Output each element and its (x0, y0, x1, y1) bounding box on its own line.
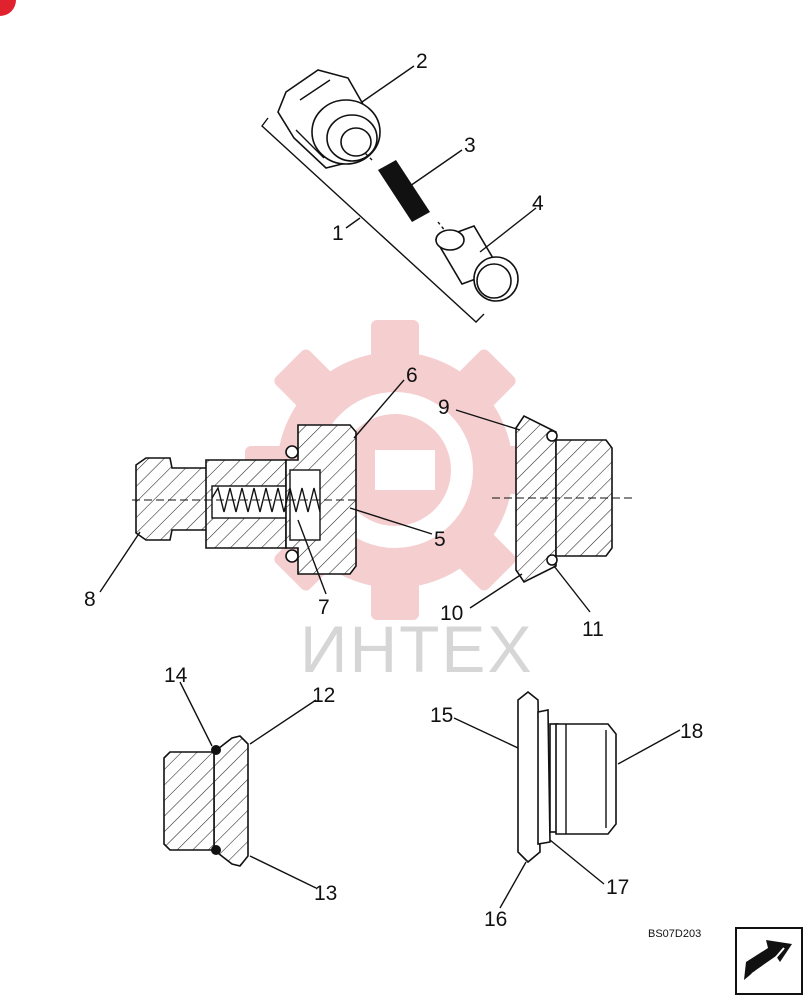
watermark-text: ИНТЕХ (300, 612, 533, 686)
callout-7: 7 (318, 596, 330, 619)
callout-9: 9 (438, 396, 450, 419)
callout-3: 3 (464, 134, 476, 157)
callout-2: 2 (416, 50, 428, 73)
callout-11: 11 (582, 618, 604, 641)
callout-15: 15 (430, 704, 453, 727)
callout-14: 14 (164, 664, 188, 687)
callout-5: 5 (434, 528, 446, 551)
callout-13: 13 (314, 882, 337, 905)
part-2-nut (277, 69, 381, 169)
part-4-piston (434, 225, 519, 302)
callout-12: 12 (312, 684, 335, 707)
callout-16: 16 (484, 908, 507, 931)
callout-6: 6 (406, 364, 418, 387)
drawing-code: BS07D203 (648, 928, 701, 940)
callout-8: 8 (84, 588, 96, 611)
callout-1: 1 (332, 222, 344, 245)
callout-4: 4 (532, 192, 544, 215)
section-15-18 (517, 690, 617, 864)
leader-lines (99, 65, 681, 909)
corner-mark (0, 0, 16, 16)
section-5-8 (132, 424, 360, 575)
callout-10: 10 (440, 602, 463, 625)
assembly-1-exploded (261, 69, 519, 323)
next-page-arrow-icon[interactable] (735, 927, 803, 995)
callout-17: 17 (606, 876, 629, 899)
callout-18: 18 (680, 720, 703, 743)
section-9-11 (492, 414, 636, 584)
part-3-spring (363, 151, 447, 233)
callout-labels: 2 3 4 1 6 5 7 8 9 10 11 14 12 13 15 18 1… (84, 50, 703, 931)
section-12-14 (163, 735, 249, 867)
